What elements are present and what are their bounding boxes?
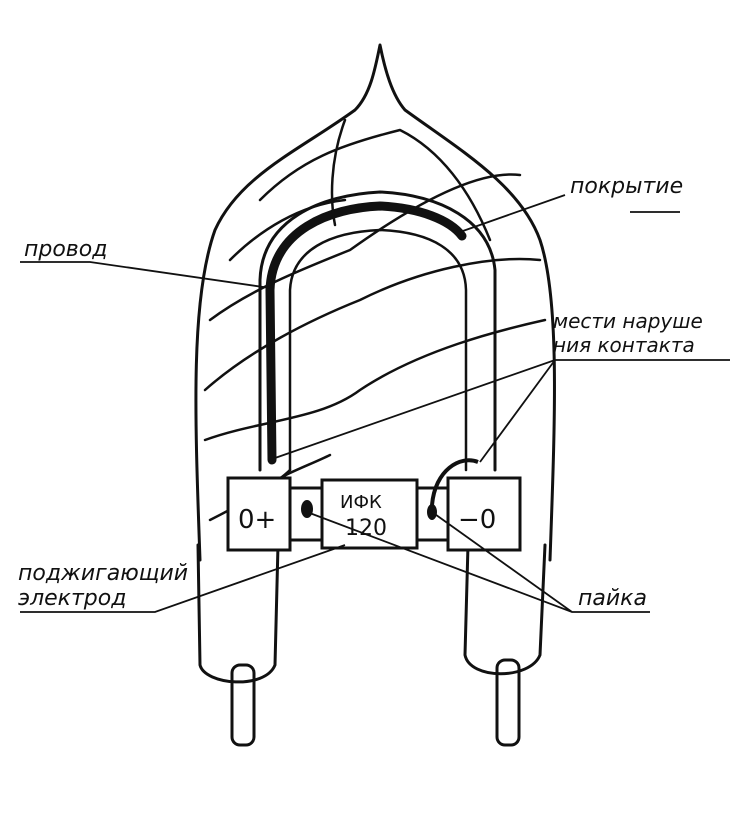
inner-u-tube-outer [258, 190, 497, 472]
left-socket [196, 543, 280, 684]
right-socket [463, 543, 547, 676]
wire-coating [265, 201, 467, 465]
leader-ignition [20, 544, 346, 613]
terminal-minus-text: −0 [458, 505, 496, 535]
solder-dot-left [301, 500, 313, 518]
terminal-plus-text: 0+ [238, 505, 276, 535]
label-wire: провод [24, 237, 107, 262]
terminal-plus-box [226, 476, 292, 552]
left-pin [230, 663, 256, 747]
leader-wire [20, 261, 271, 289]
label-ignition-1: поджигающий [18, 561, 188, 586]
leader-contact-fault [274, 359, 730, 463]
label-solder: пайка [578, 586, 647, 611]
leader-solder [306, 511, 650, 613]
label-contact-fault-2: ния контакта [553, 333, 695, 357]
solder-wire-right [430, 458, 479, 506]
lamp-marking-line1: ИФК [340, 492, 382, 513]
label-contact-fault-1: мести наруше [553, 309, 703, 333]
leader-coating [459, 194, 680, 233]
label-coating: покрытие [570, 174, 683, 199]
glass-envelope-outline [194, 43, 556, 562]
right-pin [495, 658, 521, 747]
label-ignition-2: электрод [18, 586, 126, 611]
